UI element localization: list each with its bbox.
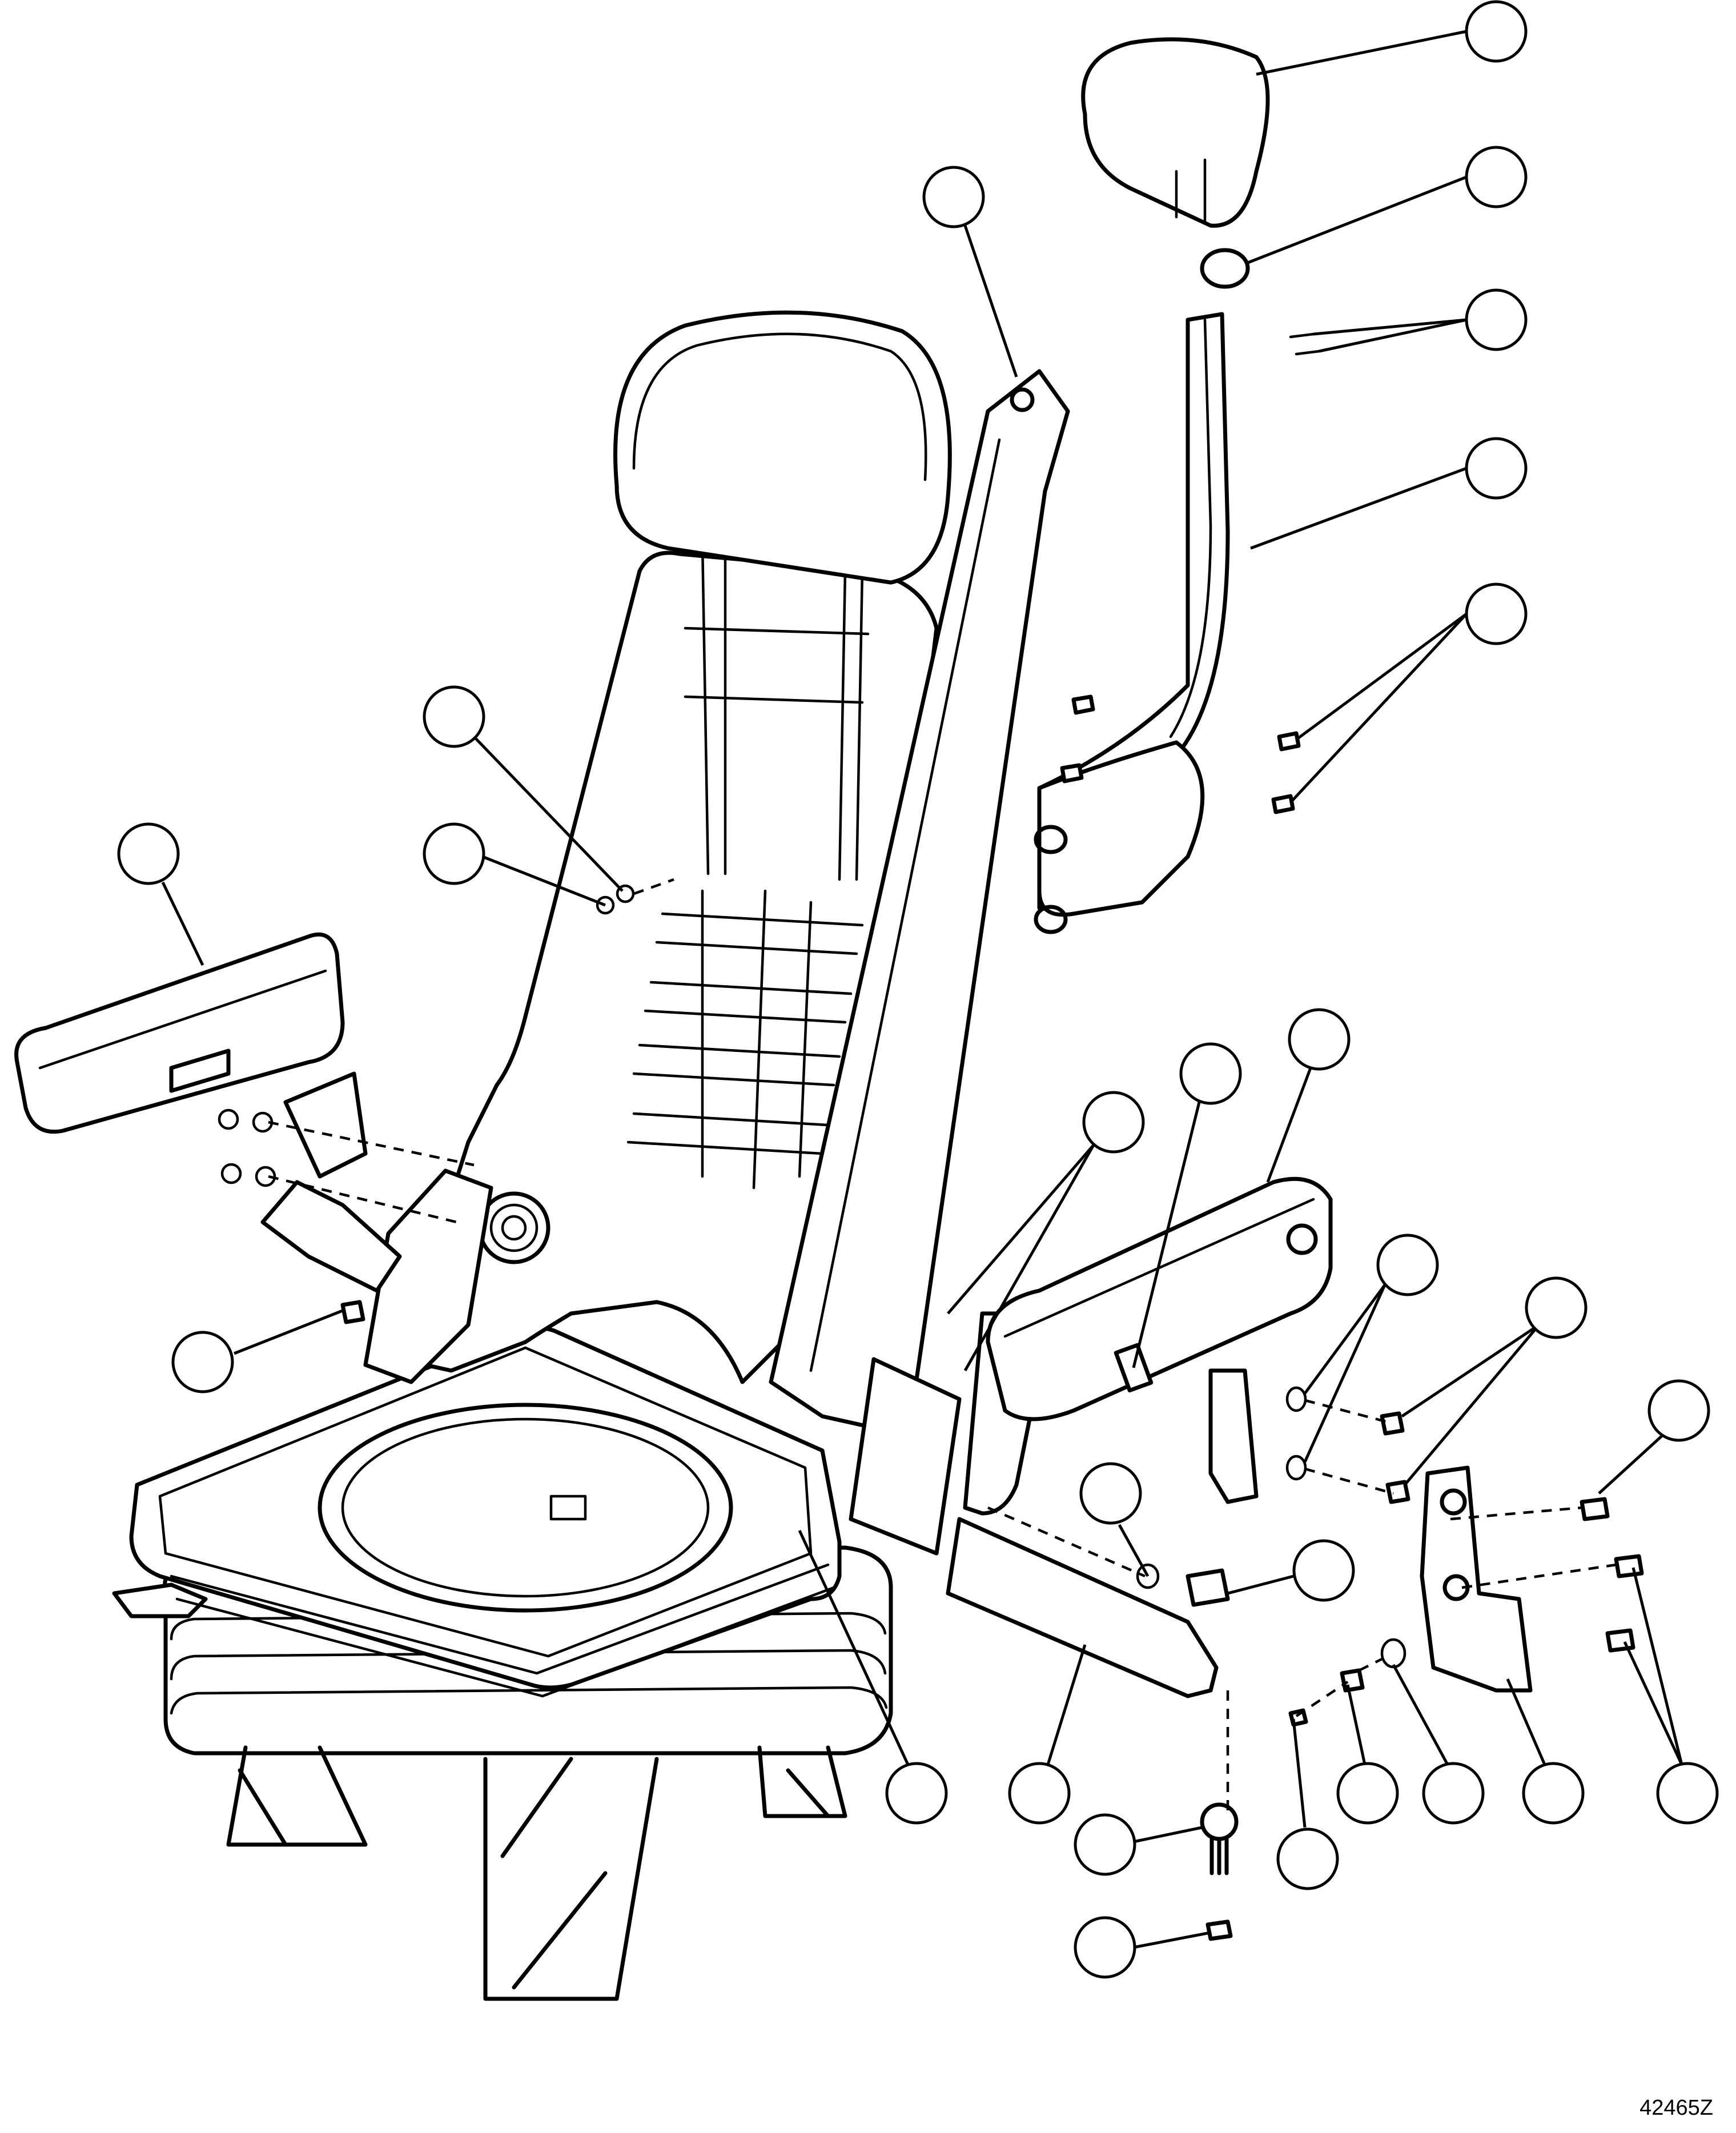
figure-reference-code: 42465Z [1639,2096,1713,2120]
callout-lower-washer [1392,1664,1485,1825]
assembly-lines [268,878,1617,1816]
left-armrest [14,932,402,1293]
callout-headrest-tube [1250,437,1528,550]
callout-cotter-pin [1276,1718,1339,1890]
headrest-cushion-installed [613,310,952,585]
callout-right-nuts [1401,1276,1588,1486]
callout-nut-upper [423,685,624,892]
callout-eyebolt-nut [1074,1916,1208,1979]
right-armrest [986,1176,1333,1504]
callout-anchor-bolt [1227,1539,1355,1602]
seat-pan [129,1325,842,1698]
callout-left-bolt [171,1309,343,1393]
callout-right-bolt-top [1598,1379,1710,1495]
callout-bracket-bolts [1623,1567,1719,1825]
callout-spacer [1247,146,1528,264]
callout-armrest-switch [1132,1042,1242,1368]
callout-belt-strap [1008,1644,1087,1825]
callout-washer-upper [423,822,606,907]
callout-headrest-screws [1313,288,1528,353]
seat-belt-tower [769,369,1070,1556]
seat-belt-strap [946,1517,1219,1698]
callout-right-armrest [1266,1008,1351,1183]
callout-anchor-bracket [1506,1678,1585,1825]
callout-seat-slide [798,1529,948,1825]
callout-headrest [1256,0,1528,76]
callout-anchor-washer [1079,1462,1150,1577]
callout-belt-tower [922,166,1018,377]
belt-anchor-bracket [1200,1465,1533,1941]
callout-tube-bolts [1289,583,1528,804]
callout-lower-nut [1336,1684,1399,1825]
exploded-headrest [1034,37,1270,934]
backrest-frame [363,541,939,1384]
callout-armrest-pivot [947,1091,1145,1372]
callout-left-armrest [117,822,204,966]
callouts [117,0,1719,1979]
callout-eyebolt [1074,1813,1203,1876]
callout-right-washers [1303,1234,1439,1463]
